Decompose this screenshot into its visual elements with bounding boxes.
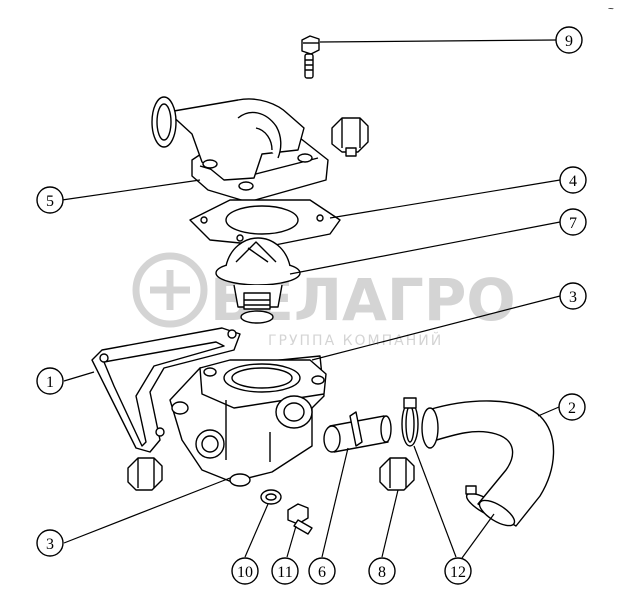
svg-text:9: 9 [565, 33, 573, 50]
callout-8: 8 [368, 557, 396, 585]
flange-gasket-part [91, 327, 241, 453]
thermostat-cover-part [151, 96, 329, 203]
callout-3-upper: 3 [559, 282, 587, 310]
callout-12: 12 [444, 557, 472, 585]
watermark-tagline: ГРУППА КОМПАНИЙ [268, 331, 443, 349]
callout-5: 5 [36, 186, 64, 214]
svg-text:8: 8 [378, 564, 386, 581]
callout-3-lower: 3 [36, 529, 64, 557]
svg-text:3: 3 [46, 536, 54, 553]
svg-text:10: 10 [237, 564, 253, 581]
plug-part [331, 117, 369, 157]
svg-text:1: 1 [46, 374, 54, 391]
watermark-logo [132, 252, 208, 328]
svg-text:5: 5 [46, 193, 54, 210]
callout-6: 6 [308, 557, 336, 585]
callout-9: 9 [555, 26, 583, 54]
callout-11: 11 [271, 557, 299, 585]
gasket-part [189, 199, 341, 247]
hose-clamp-part [401, 397, 419, 447]
svg-text:12: 12 [450, 564, 466, 581]
drain-plug-part [379, 457, 415, 491]
corner-mark: ~ [608, 4, 614, 15]
callout-4: 4 [559, 166, 587, 194]
leader-lines [61, 39, 561, 559]
svg-text:6: 6 [318, 564, 326, 581]
callout-1: 1 [36, 367, 64, 395]
svg-text:7: 7 [569, 215, 577, 232]
callout-10: 10 [231, 557, 259, 585]
svg-text:11: 11 [277, 564, 292, 581]
hose-part [421, 400, 555, 527]
thermostat-part [215, 237, 301, 324]
bolt-part [301, 35, 320, 79]
svg-text:2: 2 [568, 400, 576, 417]
small-bolt-part [287, 503, 313, 535]
pipe-fitting-part [323, 411, 392, 453]
svg-text:4: 4 [569, 173, 577, 190]
callout-2: 2 [558, 393, 586, 421]
thermostat-housing-part [169, 355, 327, 487]
svg-text:3: 3 [569, 289, 577, 306]
callout-7: 7 [559, 208, 587, 236]
callouts: 9 5 4 7 3 1 2 3 [36, 26, 587, 585]
plug-part-left [127, 457, 163, 491]
washer-part [260, 489, 282, 505]
